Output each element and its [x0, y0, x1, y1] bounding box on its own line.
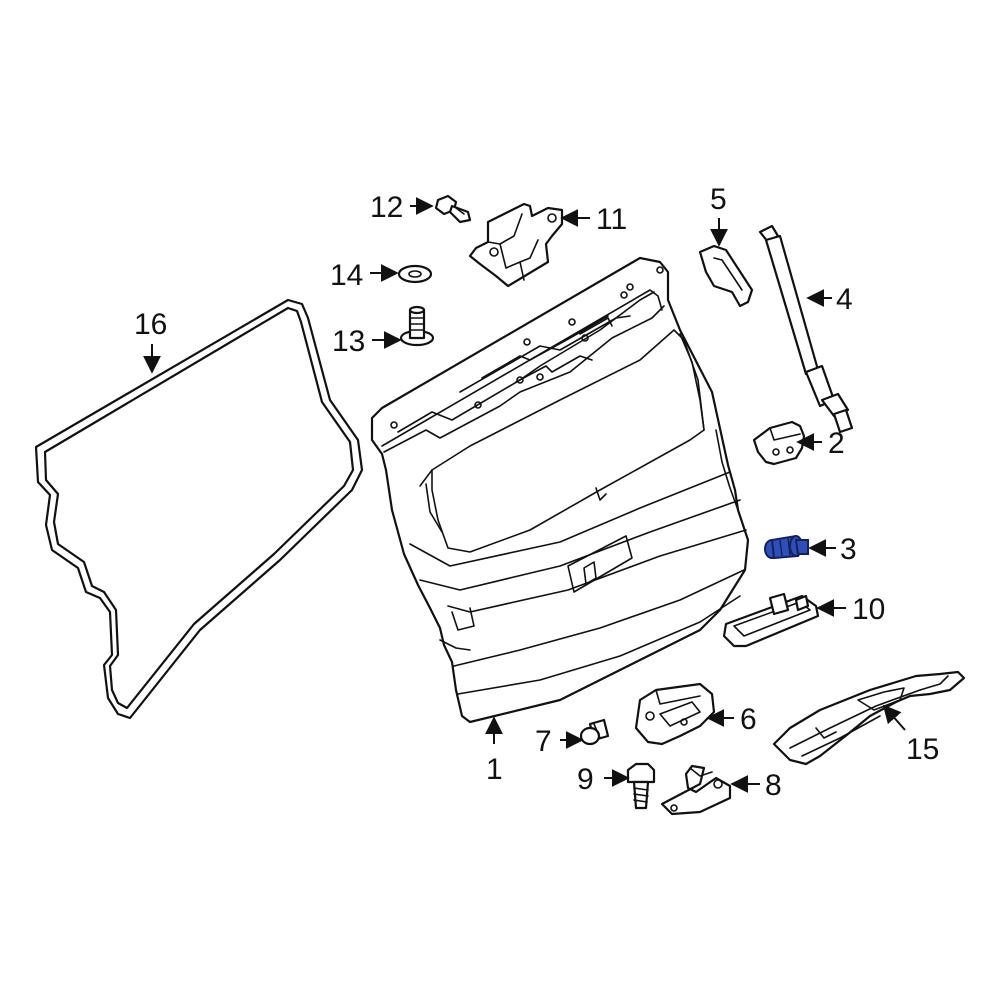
- part-4-strut[interactable]: [758, 224, 854, 434]
- callout-16: 16: [134, 308, 167, 341]
- callout-2: 2: [828, 427, 845, 460]
- callout-8: 8: [765, 769, 782, 802]
- callout-12: 12: [370, 191, 403, 224]
- part-2-bumper[interactable]: [752, 420, 806, 466]
- part-12-bolt[interactable]: [434, 194, 472, 224]
- callout-11: 11: [596, 203, 627, 236]
- callout-3: 3: [840, 533, 857, 566]
- callout-7: 7: [535, 725, 552, 758]
- part-6-latch[interactable]: [634, 682, 716, 746]
- callout-6: 6: [740, 703, 757, 736]
- callout-4: 4: [836, 283, 853, 316]
- leader-lines: [143, 197, 906, 793]
- part-3-switch[interactable]: [764, 534, 809, 560]
- callout-14: 14: [330, 259, 363, 292]
- part-11-hinge[interactable]: [468, 202, 564, 288]
- callout-10: 10: [852, 593, 885, 626]
- part-8-striker[interactable]: [660, 764, 732, 816]
- part-7-screw[interactable]: [579, 718, 610, 746]
- callout-9: 9: [577, 763, 594, 796]
- part-16-weatherstrip[interactable]: [34, 298, 364, 720]
- callout-labels: 16 12 11 14 13 5 4 2 3 10 6 7 9 8 15 1: [134, 183, 939, 802]
- callout-1: 1: [486, 753, 503, 786]
- callout-13: 13: [332, 325, 365, 358]
- part-5-bracket[interactable]: [698, 244, 754, 308]
- part-14-washer[interactable]: [397, 264, 433, 284]
- part-13-stud[interactable]: [399, 305, 435, 347]
- part-1-liftgate[interactable]: [370, 256, 750, 724]
- part-9-bolt[interactable]: [626, 762, 656, 810]
- callout-5: 5: [710, 183, 727, 216]
- callout-15: 15: [906, 733, 939, 766]
- part-15-trim-panel[interactable]: [772, 670, 966, 766]
- part-10-lamp[interactable]: [722, 592, 820, 648]
